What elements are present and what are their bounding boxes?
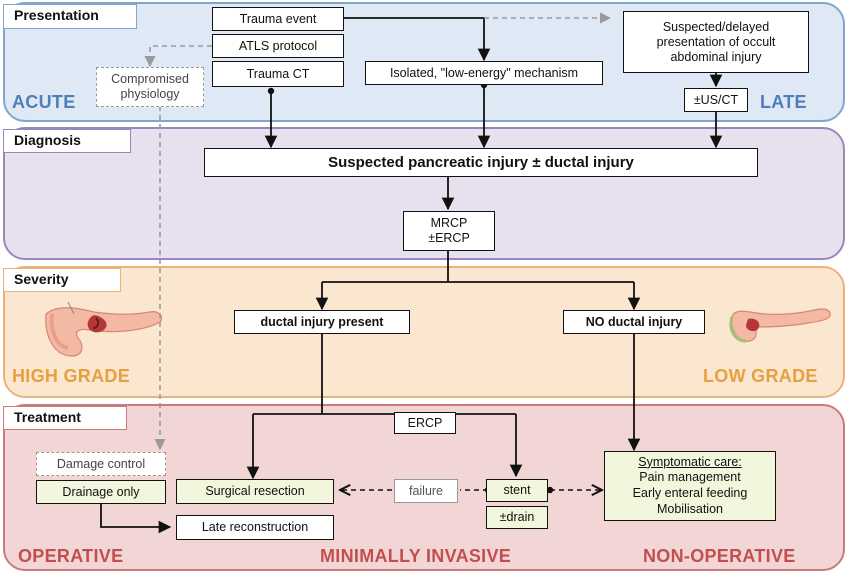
pancreas-low-grade-illustration: [729, 308, 831, 343]
mobilisation-item: Mobilisation: [656, 501, 723, 516]
drain-box: ±drain: [486, 506, 548, 529]
surgical-resection-box: Surgical resection: [176, 479, 334, 504]
mrcp-label: MRCP: [430, 216, 468, 230]
section-label-presentation: Presentation: [3, 4, 137, 29]
late-reconstruction-box: Late reconstruction: [176, 515, 334, 540]
section-label-severity: Severity: [3, 268, 121, 292]
stage-acute: ACUTE: [12, 92, 76, 112]
ercp-optional-label: ±ERCP: [428, 231, 470, 245]
stage-minimally-invasive: MINIMALLY INVASIVE: [320, 546, 512, 566]
trauma-ct-box: Trauma CT: [212, 61, 344, 87]
stage-non-operative: NON-OPERATIVE: [643, 546, 796, 566]
us-ct-box: ±US/CT: [684, 88, 748, 112]
pancreas-high-grade-illustration: [45, 301, 163, 357]
stage-low-grade: LOW GRADE: [703, 366, 818, 386]
suspected-pancreatic-injury-box: Suspected pancreatic injury ± ductal inj…: [204, 148, 758, 177]
ductal-injury-present-box: ductal injury present: [234, 310, 410, 334]
symptomatic-care-box: Symptomatic care: Pain management Early …: [604, 451, 776, 521]
section-label-diagnosis: Diagnosis: [3, 129, 131, 153]
ercp-box: ERCP: [394, 412, 456, 434]
compromised-physiology-box: Compromised physiology: [96, 67, 204, 107]
low-energy-mechanism-box: Isolated, "low-energy" mechanism: [365, 61, 603, 85]
stage-late: LATE: [760, 92, 807, 112]
no-ductal-injury-box: NO ductal injury: [563, 310, 705, 334]
mrcp-box: MRCP ±ERCP: [403, 211, 495, 251]
pain-management-item: Pain management: [639, 470, 741, 485]
failure-box: failure: [394, 479, 458, 503]
stent-box: stent: [486, 479, 548, 502]
section-label-treatment: Treatment: [3, 406, 127, 430]
suspected-delayed-box: Suspected/delayed presentation of occult…: [623, 11, 809, 73]
stage-high-grade: HIGH GRADE: [12, 366, 131, 386]
drainage-only-box: Drainage only: [36, 480, 166, 504]
trauma-event-box: Trauma event: [212, 7, 344, 31]
damage-control-box: Damage control: [36, 452, 166, 476]
stage-operative: OPERATIVE: [18, 546, 124, 566]
symptomatic-care-title: Symptomatic care:: [638, 454, 742, 469]
atls-protocol-box: ATLS protocol: [212, 34, 344, 58]
early-enteral-feeding-item: Early enteral feeding: [632, 486, 748, 500]
